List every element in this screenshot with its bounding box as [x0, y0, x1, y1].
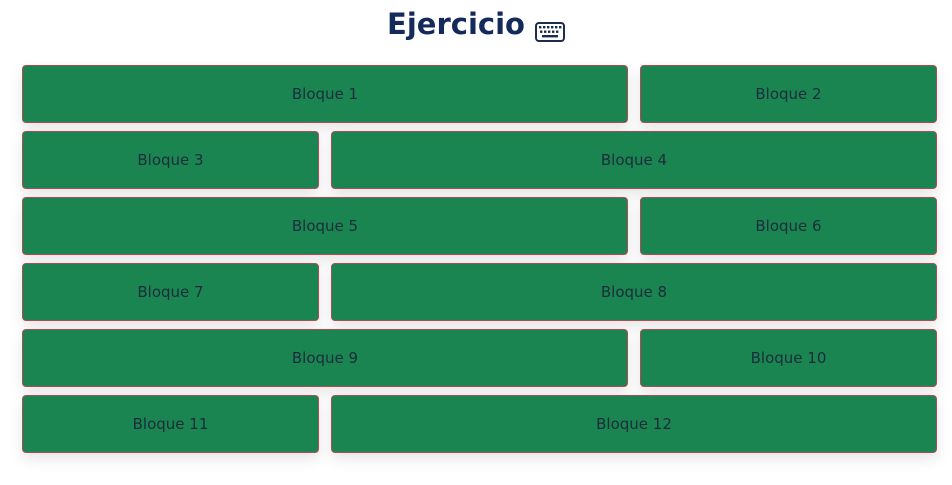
- block-7[interactable]: Bloque 7: [22, 263, 319, 321]
- blocks-grid: Bloque 1 Bloque 2 Bloque 3 Bloque 4 Bloq…: [22, 65, 937, 461]
- row-1: Bloque 1 Bloque 2: [22, 65, 937, 123]
- block-1[interactable]: Bloque 1: [22, 65, 628, 123]
- block-8[interactable]: Bloque 8: [331, 263, 937, 321]
- page-title: Ejercicio: [0, 4, 952, 44]
- page-title-text: Ejercicio: [387, 7, 525, 41]
- row-4: Bloque 7 Bloque 8: [22, 263, 937, 321]
- block-6[interactable]: Bloque 6: [640, 197, 937, 255]
- row-6: Bloque 11 Bloque 12: [22, 395, 937, 453]
- block-5[interactable]: Bloque 5: [22, 197, 628, 255]
- block-12[interactable]: Bloque 12: [331, 395, 937, 453]
- row-3: Bloque 5 Bloque 6: [22, 197, 937, 255]
- keyboard-icon: [534, 15, 565, 42]
- block-11[interactable]: Bloque 11: [22, 395, 319, 453]
- block-4[interactable]: Bloque 4: [331, 131, 937, 189]
- block-9[interactable]: Bloque 9: [22, 329, 628, 387]
- row-2: Bloque 3 Bloque 4: [22, 131, 937, 189]
- block-3[interactable]: Bloque 3: [22, 131, 319, 189]
- block-2[interactable]: Bloque 2: [640, 65, 937, 123]
- row-5: Bloque 9 Bloque 10: [22, 329, 937, 387]
- block-10[interactable]: Bloque 10: [640, 329, 937, 387]
